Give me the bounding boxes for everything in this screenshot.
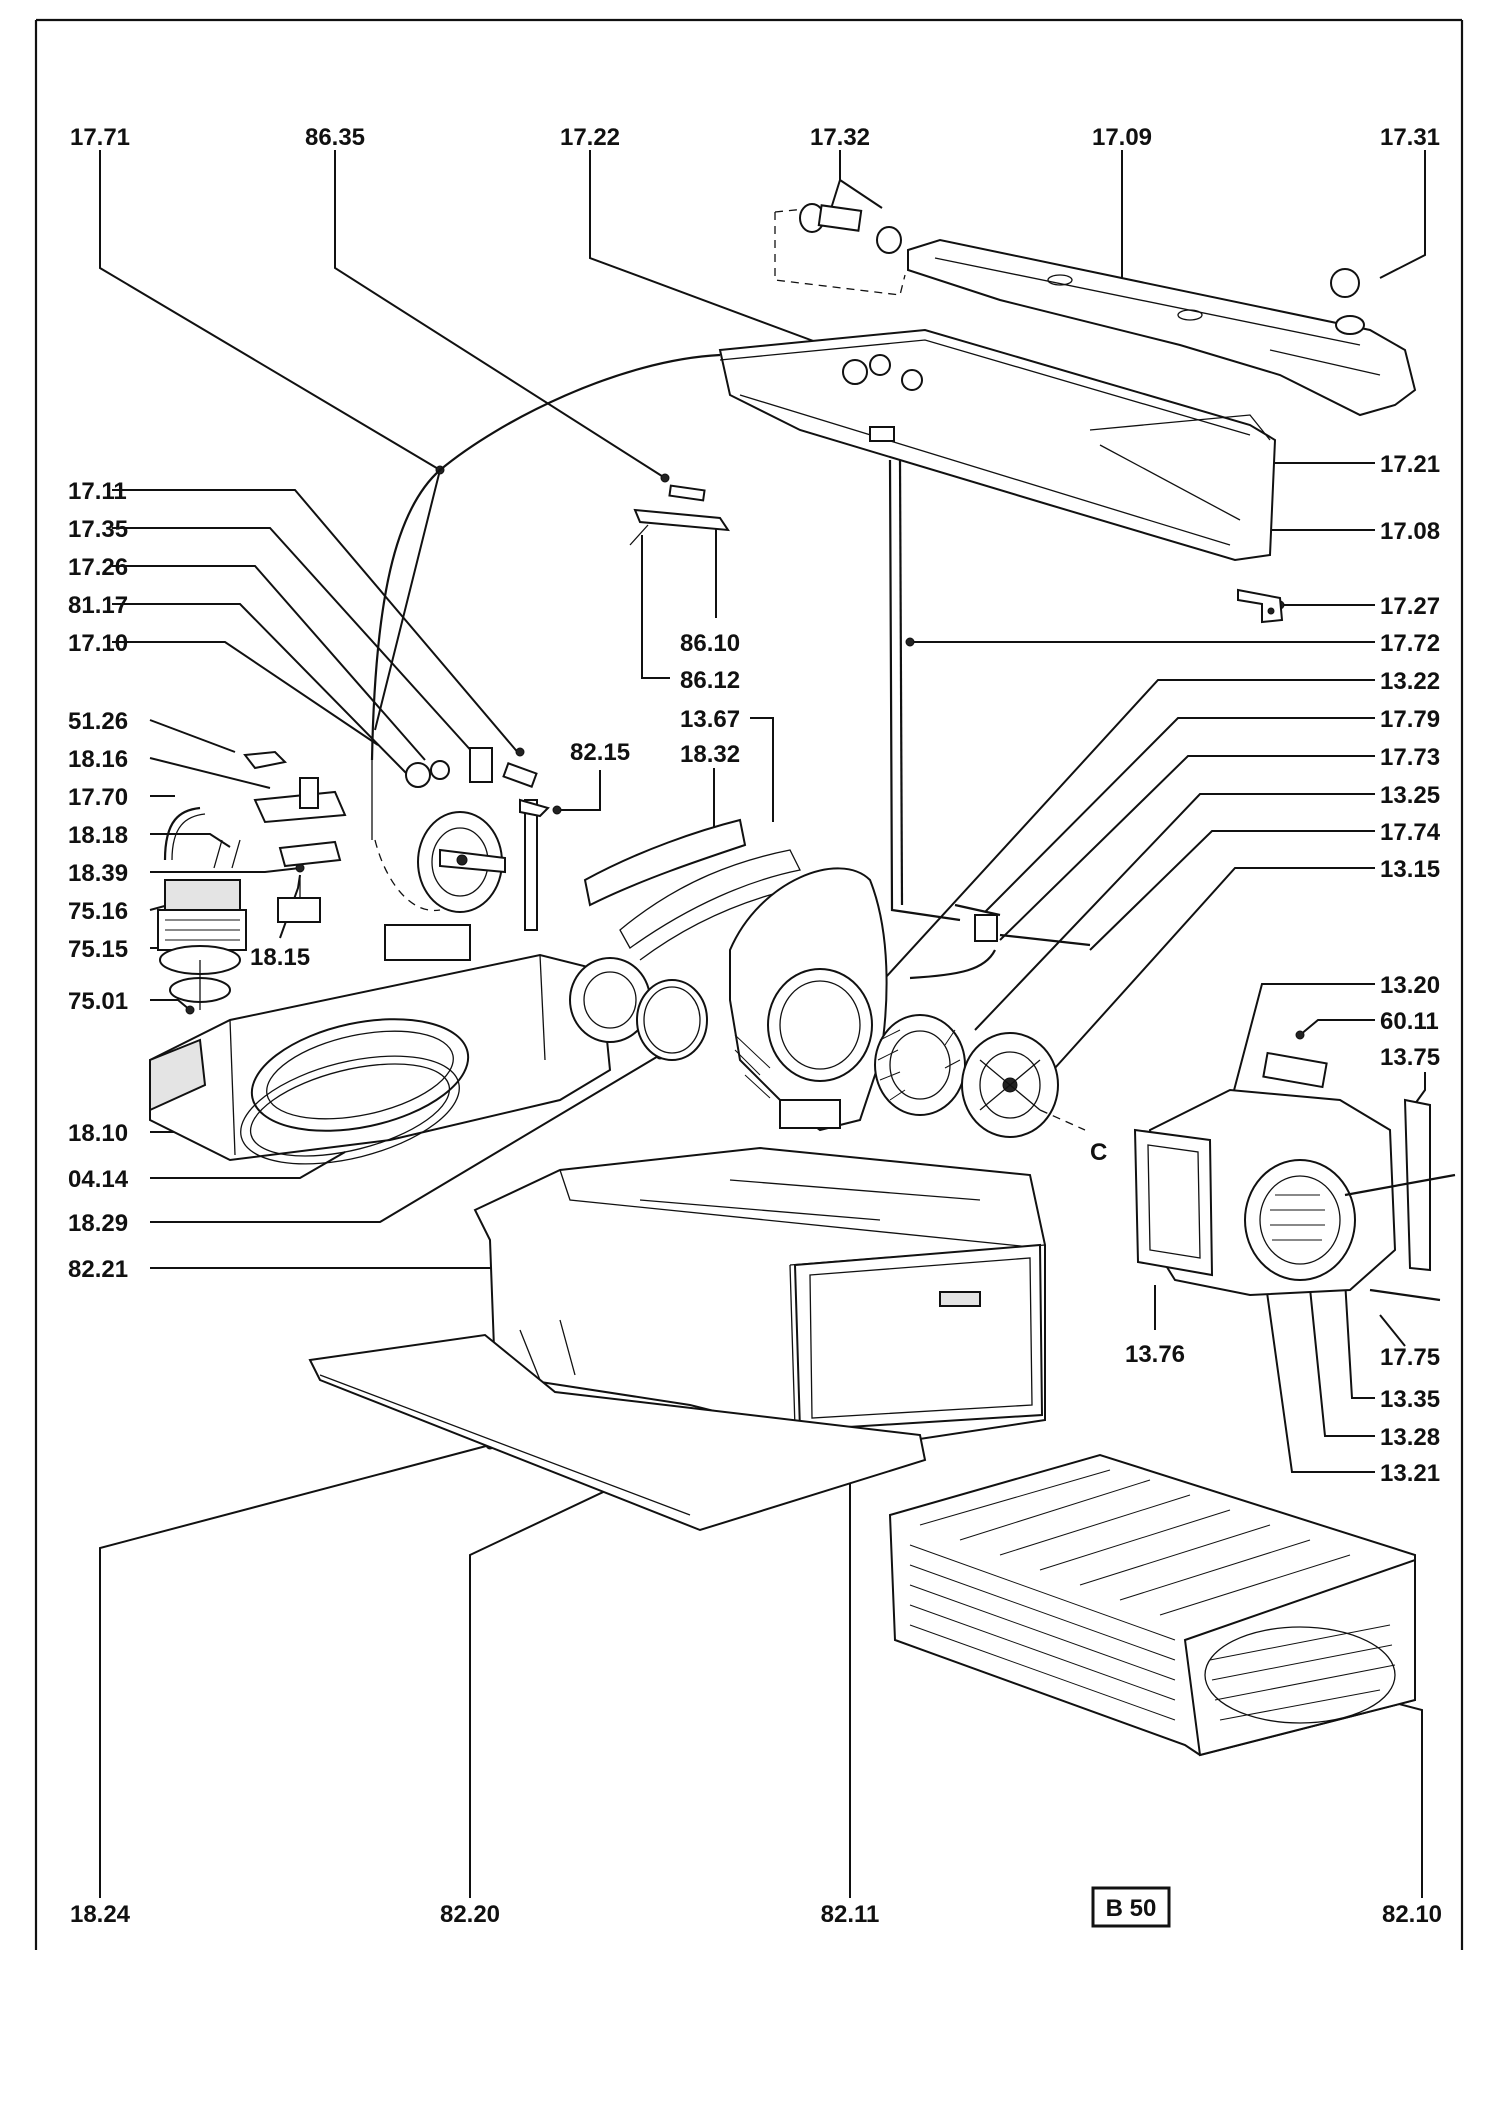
page-frame (34, 18, 1464, 1950)
page-badge-text: B 50 (1106, 1895, 1157, 1922)
square-gasket-frame (1133, 1128, 1214, 1277)
label-04-14: 04.14 (68, 1166, 129, 1193)
label-82-15: 82.15 (570, 739, 630, 766)
label-17-73: 17.73 (1380, 744, 1440, 771)
label-18-29: 18.29 (68, 1210, 128, 1237)
label-17-32: 17.32 (810, 124, 870, 151)
label-81-17: 81.17 (68, 592, 128, 619)
label-13-22: 13.22 (1380, 668, 1440, 695)
label-82-11: 82.11 (821, 1901, 880, 1928)
label-60-11: 60.11 (1380, 1008, 1439, 1035)
label-17-10: 17.10 (68, 630, 128, 657)
label-18-15: 18.15 (250, 944, 310, 971)
label-18-24: 18.24 (70, 1901, 131, 1928)
label-13-76: 13.76 (1125, 1341, 1185, 1368)
label-17-11: 17.11 (68, 478, 127, 505)
label-17-35: 17.35 (68, 516, 128, 543)
small-hose (163, 806, 206, 861)
curved-shield (583, 818, 811, 961)
label-17-22: 17.22 (560, 124, 620, 151)
base-plate (308, 1333, 927, 1532)
label-13-25: 13.25 (1380, 782, 1440, 809)
valve-fitting-assembly (774, 203, 906, 296)
heat-exchanger-core (888, 1453, 1416, 1757)
label-17-74: 17.74 (1380, 819, 1441, 846)
blower-scroll-housing (729, 867, 888, 1132)
label-18-39: 18.39 (68, 860, 128, 887)
control-cable (370, 353, 721, 840)
label-82-20: 82.20 (440, 1901, 500, 1928)
control-rod (888, 459, 961, 922)
page-badge: B 50 (1091, 1886, 1171, 1928)
label-17-26: 17.26 (68, 554, 128, 581)
label-18-32: 18.32 (680, 741, 740, 768)
label-51-26: 51.26 (68, 708, 128, 735)
label-18-18: 18.18 (68, 822, 128, 849)
label-17-27: 17.27 (1380, 593, 1440, 620)
control-disc (374, 811, 506, 913)
label-13-67: 13.67 (680, 706, 740, 733)
label-13-21: 13.21 (1380, 1460, 1440, 1487)
label-13-35: 13.35 (1380, 1386, 1440, 1413)
small-fittings (405, 747, 538, 788)
marker-c: C (1090, 1139, 1107, 1166)
label-17-21: 17.21 (1380, 451, 1440, 478)
label-13-15: 13.15 (1380, 856, 1440, 883)
blower-wheel (874, 1014, 966, 1116)
label-17-72: 17.72 (1380, 630, 1440, 657)
part-labels: 17.71 86.35 17.22 17.32 17.09 17.31 17.2… (68, 124, 1442, 1928)
motor-assembly (157, 879, 247, 1010)
clip-parts (629, 484, 730, 546)
label-86-10: 86.10 (680, 630, 740, 657)
label-17-09: 17.09 (1092, 124, 1152, 151)
label-86-12: 86.12 (680, 667, 740, 694)
label-13-75: 13.75 (1380, 1044, 1440, 1071)
label-75-16: 75.16 (68, 898, 128, 925)
label-18-16: 18.16 (68, 746, 128, 773)
left-duct-housing (149, 924, 651, 1162)
label-17-08: 17.08 (1380, 518, 1440, 545)
label-13-28: 13.28 (1380, 1424, 1440, 1451)
small-bracket (1237, 588, 1284, 624)
label-13-20: 13.20 (1380, 972, 1440, 999)
label-17-75: 17.75 (1380, 1344, 1440, 1371)
blower-motor-plate (961, 1032, 1086, 1138)
linkage-rods (909, 903, 1091, 980)
duct-ring (636, 979, 708, 1061)
label-17-71: 17.71 (70, 124, 130, 151)
label-17-31: 17.31 (1380, 124, 1440, 151)
label-75-01: 75.01 (68, 988, 128, 1015)
leader-lines (99, 150, 1426, 1898)
label-75-15: 75.15 (68, 936, 128, 963)
label-18-10: 18.10 (68, 1120, 128, 1147)
label-86-35: 86.35 (305, 124, 365, 151)
mounting-pin (519, 798, 550, 931)
upper-housing-tray (718, 328, 1277, 562)
label-17-70: 17.70 (68, 784, 128, 811)
label-82-10: 82.10 (1382, 1901, 1442, 1928)
label-82-21: 82.21 (68, 1256, 128, 1283)
label-17-79: 17.79 (1380, 706, 1440, 733)
gasket-ring (240, 1055, 460, 1165)
top-cover-panel (907, 238, 1417, 417)
switch-parts (213, 750, 347, 923)
